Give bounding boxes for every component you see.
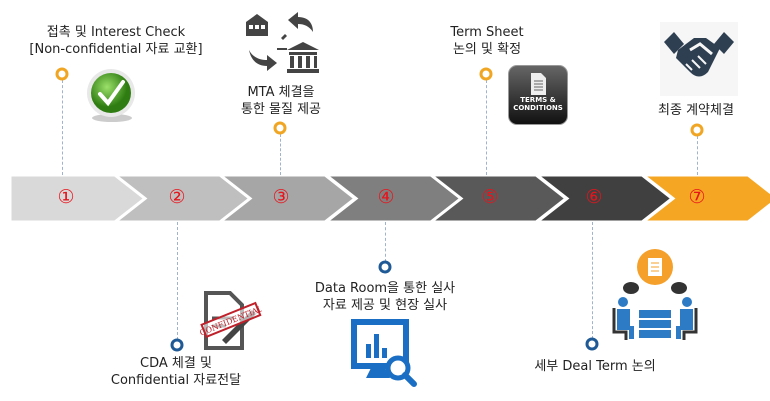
step-3-marker (273, 121, 287, 135)
step-1-label: 접촉 및 Interest Check[Non-confidential 자료 … (29, 25, 203, 57)
step-2-number: ② (168, 186, 186, 208)
step-7-marker (690, 123, 704, 137)
terms-conditions-icon: TERMS &CONDITIONS (508, 65, 568, 125)
handshake-icon (660, 22, 738, 96)
step-5-number: ⑤ (481, 186, 499, 208)
step-2-marker (170, 338, 184, 352)
step-7-number: ⑦ (688, 186, 706, 208)
data-analysis-icon (351, 319, 417, 387)
step-3-number: ③ (272, 186, 290, 208)
step-6-label: 세부 Deal Term 논의 (534, 359, 656, 374)
checkmark-icon (87, 69, 135, 122)
step-6-number: ⑥ (585, 186, 603, 208)
confidential-document-icon: CONFIDENTIAL (198, 291, 262, 350)
step-1-number: ① (57, 186, 75, 208)
meeting-icon (612, 249, 698, 340)
chevron-step-7 (638, 173, 770, 224)
step-7-label: 최종 계약체결 (658, 103, 734, 118)
step-5-marker (479, 67, 493, 81)
step-6-marker (585, 337, 599, 351)
step-4-marker (378, 260, 392, 274)
step-1-marker (55, 67, 69, 81)
material-exchange-icon (246, 12, 319, 73)
step-4-number: ④ (377, 186, 395, 208)
